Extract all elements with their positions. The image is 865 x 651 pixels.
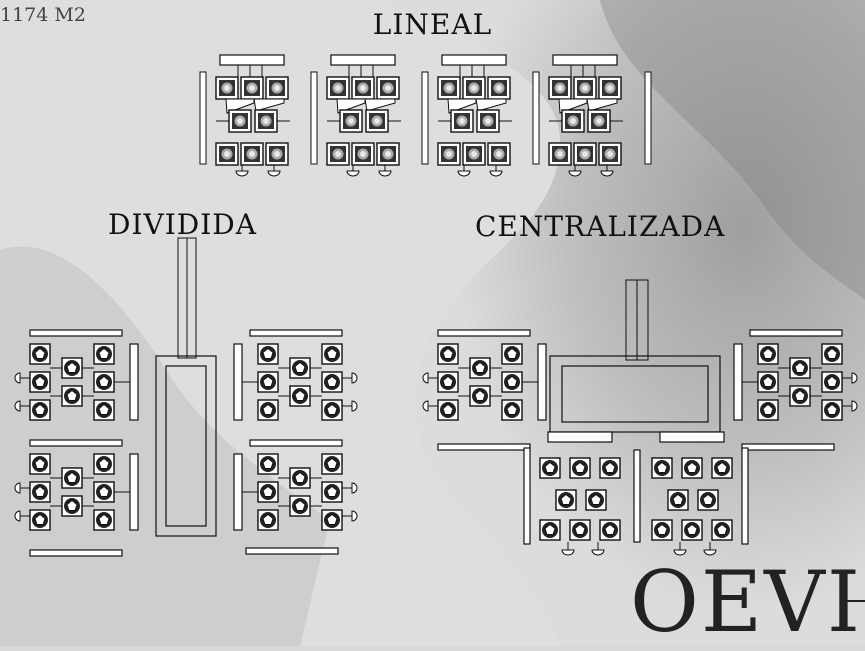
section-title-dividida: DIVIDIDA bbox=[108, 208, 257, 241]
centralizada-plan bbox=[423, 279, 857, 556]
logo-rule bbox=[842, 600, 865, 602]
centralizada-bottom-left bbox=[539, 457, 621, 556]
dividida-plan bbox=[15, 237, 357, 557]
oevi-logo: OEVI bbox=[630, 553, 863, 651]
centralizada-bottom-right bbox=[651, 457, 733, 556]
area-label: 1174 M2 bbox=[0, 4, 86, 26]
section-title-centralizada: CENTRALIZADA bbox=[475, 210, 726, 243]
section-title-lineal: LINEAL bbox=[372, 8, 493, 41]
lineal-plan bbox=[200, 55, 652, 176]
